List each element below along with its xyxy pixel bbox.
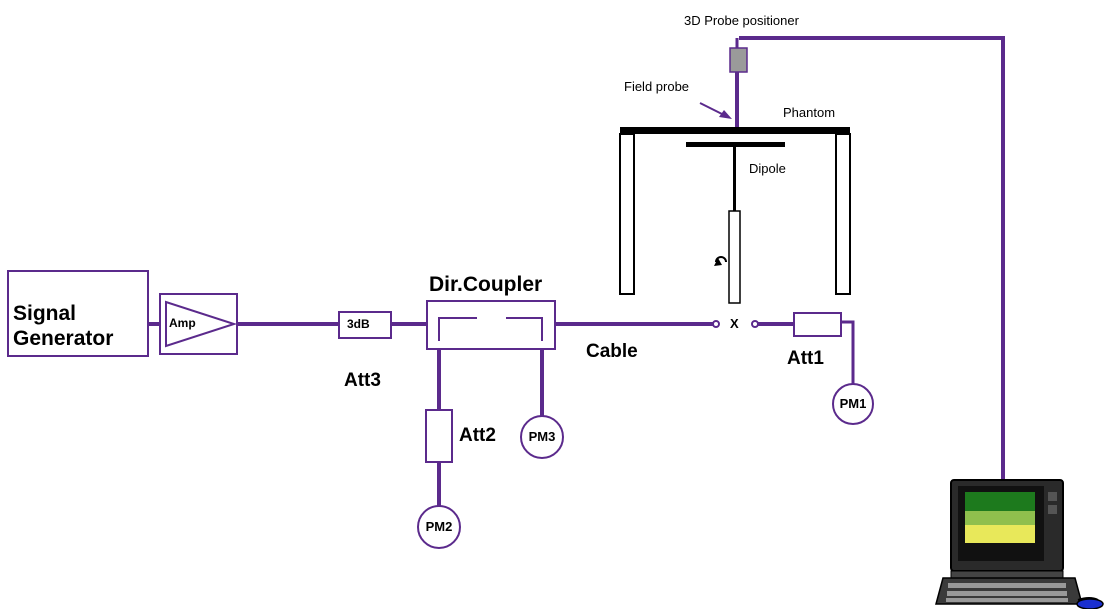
cable-att1-to-pm1 bbox=[839, 320, 855, 394]
phantom-leg-left bbox=[619, 133, 635, 295]
amp-label: Amp bbox=[169, 316, 196, 330]
att1-box bbox=[793, 312, 842, 337]
directional-coupler-box bbox=[426, 300, 556, 350]
pm3-label: PM3 bbox=[528, 429, 556, 444]
pm3-circle bbox=[520, 415, 564, 459]
cable-positioner-to-computer bbox=[739, 36, 1005, 484]
att3-box bbox=[338, 311, 392, 339]
phantom-label: Phantom bbox=[783, 105, 836, 120]
probe-positioner-block bbox=[729, 47, 748, 73]
phantom-top bbox=[620, 127, 850, 134]
amplifier-symbol bbox=[165, 300, 238, 348]
pm2-label: PM2 bbox=[425, 519, 453, 534]
dipole-arms bbox=[686, 142, 785, 147]
connector-x-label: X bbox=[730, 316, 739, 331]
probe-positioner-label: 3D Probe positioner bbox=[684, 13, 799, 28]
connector-right bbox=[751, 320, 759, 328]
coupler-inner-line-left bbox=[438, 317, 477, 341]
field-probe-arrowhead bbox=[719, 110, 732, 119]
pm2-circle bbox=[417, 505, 461, 549]
computer-icon bbox=[935, 479, 1104, 609]
att2-box bbox=[425, 409, 453, 463]
dipole-stem bbox=[733, 147, 736, 211]
connector-left bbox=[712, 320, 720, 328]
att1-label: Att1 bbox=[787, 348, 824, 369]
rotation-arrow-icon bbox=[714, 256, 727, 266]
att3-box-label: 3dB bbox=[347, 317, 370, 331]
pm1-circle bbox=[832, 383, 874, 425]
phantom-leg-right bbox=[835, 133, 851, 295]
att2-label: Att2 bbox=[459, 425, 496, 446]
field-probe-label: Field probe bbox=[624, 79, 690, 94]
dipole-balun bbox=[728, 210, 741, 304]
signal-generator-box bbox=[7, 270, 149, 357]
dir-coupler-label: Dir.Coupler bbox=[429, 273, 543, 296]
coupler-inner-line-right bbox=[506, 317, 543, 341]
pm1-label: PM1 bbox=[839, 396, 867, 411]
cable-label: Cable bbox=[586, 341, 638, 362]
dipole-label: Dipole bbox=[749, 161, 786, 176]
signal-generator-label-line1: Signal bbox=[13, 302, 77, 325]
signal-generator-label-line2: Generator bbox=[13, 327, 114, 350]
att3-label: Att3 bbox=[344, 370, 381, 391]
